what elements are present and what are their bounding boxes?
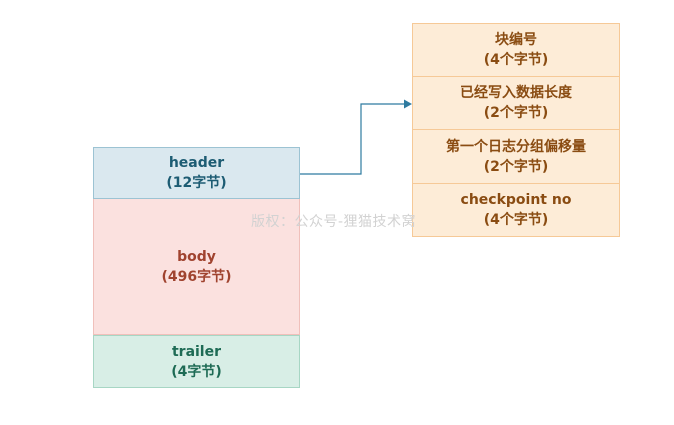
field-data-length: 已经写入数据长度 (2个字节)	[412, 77, 620, 130]
field-label: 已经写入数据长度	[460, 85, 572, 101]
trailer-size: (4字节)	[171, 363, 222, 380]
connector-line	[300, 103, 405, 175]
watermark: 版权：公众号-狸猫技术窝	[251, 214, 417, 230]
field-label: checkpoint no	[460, 192, 572, 208]
field-label: 第一个日志分组偏移量	[446, 138, 586, 155]
field-size: (2个字节)	[483, 105, 549, 121]
trailer-label: trailer	[171, 343, 222, 360]
field-size: (4个字节)	[483, 52, 549, 68]
field-size: (4个字节)	[483, 212, 549, 228]
body-label: body	[177, 248, 216, 265]
header-size: (12字节)	[166, 175, 227, 191]
header-label: header	[168, 155, 225, 171]
field-block-number: 块编号 (4个字节)	[412, 23, 620, 77]
connector-arrowhead	[404, 99, 412, 109]
field-size: (2个字节)	[483, 158, 549, 175]
trailer-block: trailer (4字节)	[93, 335, 300, 388]
field-checkpoint-no: checkpoint no (4个字节)	[412, 184, 620, 237]
field-label: 块编号	[495, 32, 537, 48]
header-block: header (12字节)	[93, 147, 300, 199]
body-size: (496字节)	[161, 268, 232, 285]
body-block: body (496字节)	[93, 199, 300, 335]
field-first-group-offset: 第一个日志分组偏移量 (2个字节)	[412, 130, 620, 184]
